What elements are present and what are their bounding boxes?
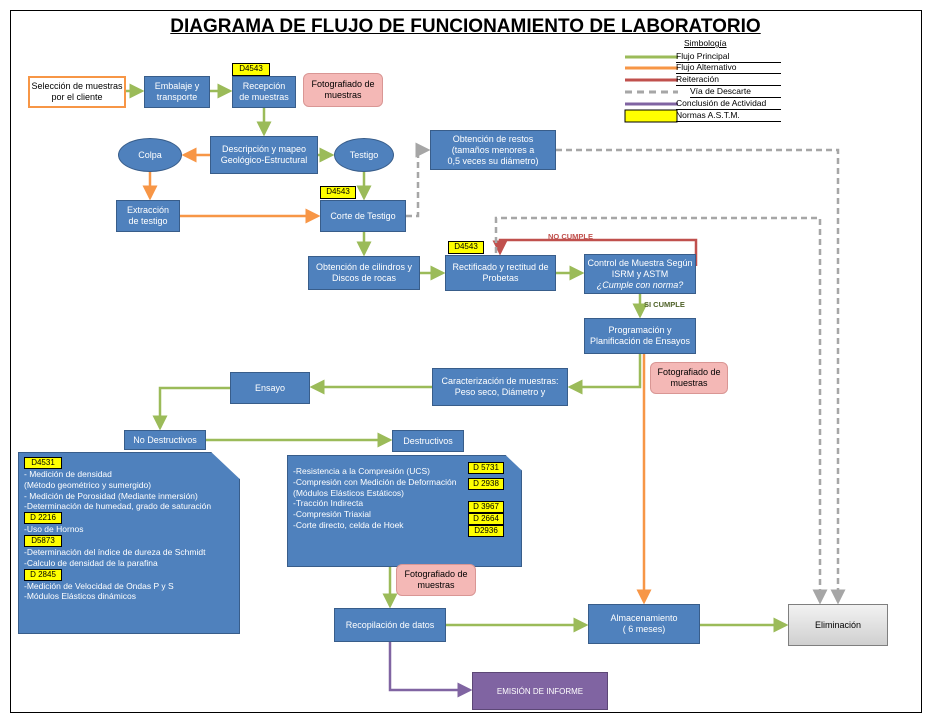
- legend-item: Flujo Principal: [676, 51, 781, 63]
- node-fotografiado: Fotografiado de muestras: [303, 73, 383, 107]
- legend-item: Conclusión de Actividad: [676, 98, 781, 110]
- node-restos: Obtención de restos (tamaños menores a 0…: [430, 130, 556, 170]
- norm-badge: D4543: [448, 241, 484, 254]
- node-rectificado: Rectificado y rectitud de Probetas: [445, 255, 556, 291]
- node-corte-testigo: Corte de Testigo: [320, 200, 406, 232]
- node-testigo: Testigo: [334, 138, 394, 172]
- node-programacion: Programación y Planificación de Ensayos: [584, 318, 696, 354]
- node-no-destructivos: No Destructivos: [124, 430, 206, 450]
- legend-item: Normas A.S.T.M.: [676, 110, 781, 122]
- arrow: [406, 142, 431, 218]
- norm-badge: D5873: [24, 534, 62, 547]
- norm-badge: D 2938: [468, 478, 504, 490]
- norm-badge: D 2216: [24, 512, 62, 525]
- node-recepcion: Recepción de muestras: [232, 76, 296, 108]
- node-emision-informe: EMISIÓN DE INFORME: [472, 672, 608, 710]
- arrow: [152, 386, 230, 431]
- node-fotografiado: Fotografiado de muestras: [396, 564, 476, 596]
- norm-badge: D2936: [468, 525, 504, 537]
- norm-badge: D 3967: [468, 501, 504, 513]
- node-caracterizacion: Caracterización de muestras: Peso seco, …: [432, 368, 568, 406]
- test-list: - Medición de densidad (Método geométric…: [24, 469, 212, 512]
- norm-badge: D 2664: [468, 513, 504, 525]
- test-list: -Uso de Hornos: [24, 524, 84, 535]
- si-cumple-label: SI CUMPLE: [644, 300, 685, 309]
- test-list: -Medición de Velocidad de Ondas P y S -M…: [24, 580, 174, 602]
- no-destructivos-panel: D4531 - Medición de densidad (Método geo…: [18, 452, 240, 634]
- node-extraccion: Extracción de testigo: [116, 200, 180, 232]
- test-list: -Resistencia a la Compresión (UCS) -Comp…: [293, 466, 457, 530]
- page-title: DIAGRAMA DE FLUJO DE FUNCIONAMIENTO DE L…: [170, 16, 761, 37]
- no-cumple-label: NO CUMPLE: [548, 232, 593, 241]
- norm-badge: D 5731: [468, 462, 504, 474]
- control-question: ¿Cumple con norma?: [596, 279, 684, 290]
- destructivos-panel: -Resistencia a la Compresión (UCS) -Comp…: [287, 455, 522, 567]
- arrow: [388, 642, 473, 698]
- norm-badge: D4531: [24, 457, 62, 469]
- node-recopilacion: Recopilación de datos: [334, 608, 446, 642]
- node-almacenamiento: Almacenamiento ( 6 meses): [588, 604, 700, 644]
- norm-badge: D4543: [232, 63, 270, 76]
- node-fotografiado: Fotografiado de muestras: [650, 362, 728, 394]
- page-frame: [10, 10, 922, 713]
- norm-badge: D4543: [320, 186, 356, 199]
- arrow: [492, 238, 698, 266]
- legend-item: Vía de Descarte: [690, 86, 781, 98]
- legend-swatch: [624, 109, 678, 123]
- legend-item: Reiteración: [676, 74, 781, 86]
- norm-badge: D 2845: [24, 568, 62, 581]
- control-text: Control de Muestra Según ISRM y ASTM: [587, 257, 693, 279]
- legend-item: Flujo Alternativo: [676, 62, 781, 74]
- node-destructivos: Destructivos: [392, 430, 464, 452]
- arrow: [556, 148, 846, 605]
- node-ensayo: Ensayo: [230, 372, 310, 404]
- node-seleccion: Selección de muestras por el cliente: [28, 76, 126, 108]
- legend-title: Simbología: [684, 38, 727, 48]
- node-descripcion: Descripción y mapeo Geológico-Estructura…: [210, 136, 318, 174]
- arrow: [494, 216, 828, 605]
- node-eliminacion: Eliminación: [788, 604, 888, 646]
- node-colpa: Colpa: [118, 138, 182, 172]
- node-embalaje: Embalaje y transporte: [144, 76, 210, 108]
- arrow: [567, 354, 642, 395]
- test-list: -Determinación del índice de dureza de S…: [24, 546, 206, 568]
- node-cilindros: Obtención de cilindros y Discos de rocas: [308, 256, 420, 290]
- node-control: Control de Muestra Según ISRM y ASTM ¿Cu…: [584, 254, 696, 294]
